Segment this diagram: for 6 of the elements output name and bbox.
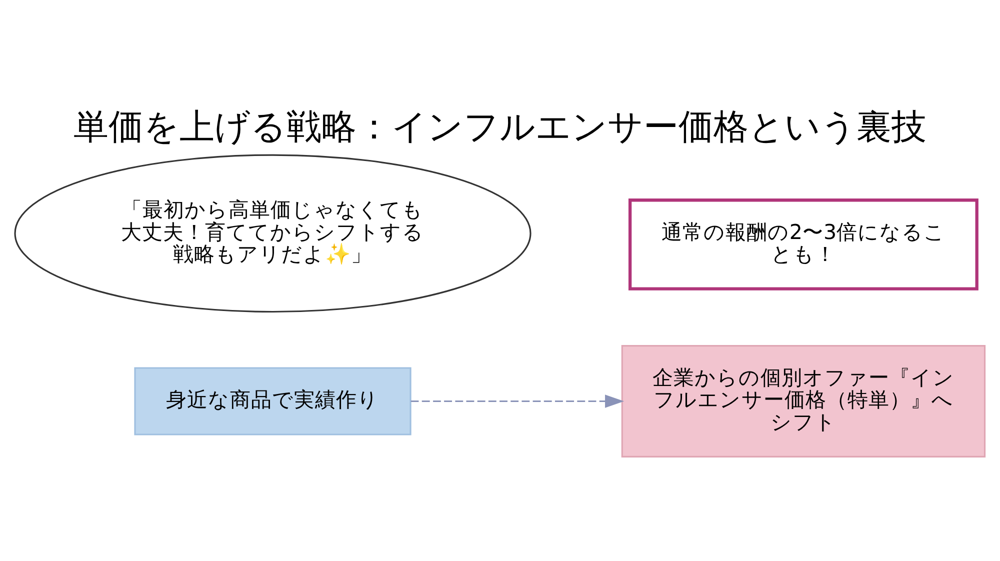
node-box: 企業からの個別オファー『インフルエンサー価格（特単）』へシフト	[621, 345, 986, 458]
node-ellipse: 「最初から高単価じゃなくても大丈夫！育ててからシフトする戦略もアリだよ✨」	[14, 154, 532, 313]
arrow	[410, 394, 624, 408]
node-box: 身近な商品で実績作り	[134, 367, 412, 436]
node-box: 通常の報酬の2〜3倍になることも！	[628, 198, 978, 290]
diagram-title: 単価を上げる戦略：インフルエンサー価格という裏技	[73, 108, 926, 148]
